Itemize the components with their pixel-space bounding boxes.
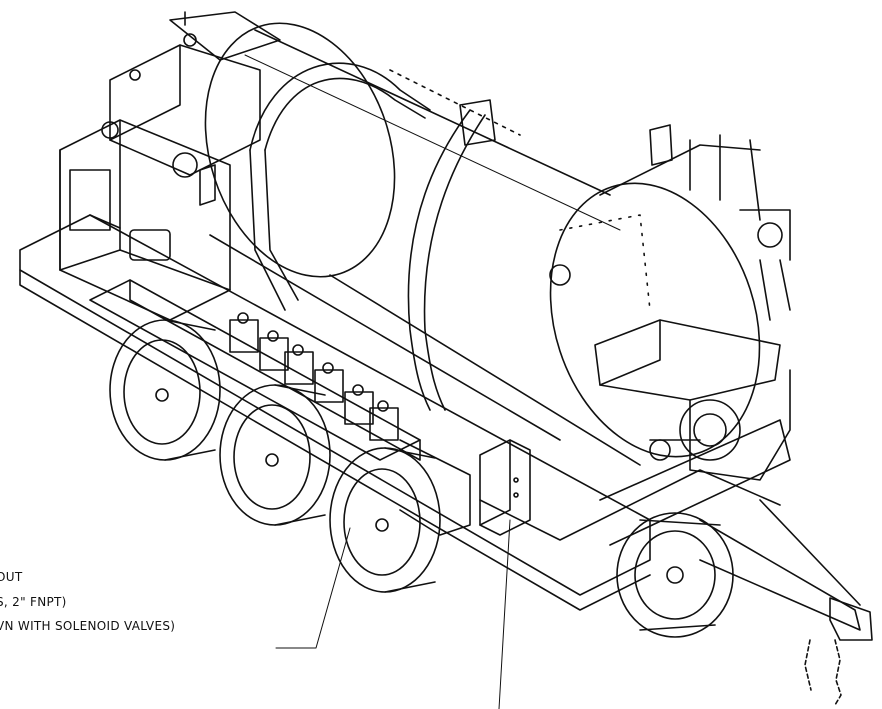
trailer-frame [19,214,873,641]
valves [229,312,399,441]
callout-line-3: VN WITH SOLENOID VALVES) [0,619,176,633]
fenders [399,439,471,536]
leader-line-manifold [275,527,351,649]
leader-line-control-box [498,519,511,709]
callout-line-2: S, 2" FNPT) [0,595,67,609]
callout-line-1: OUT [0,570,23,584]
piping [249,62,791,411]
wheels [109,319,734,638]
safety-chains [804,639,842,706]
pump-assembly [594,319,791,481]
tank [204,22,761,466]
generator-housing [59,11,281,321]
control-box [479,439,531,536]
